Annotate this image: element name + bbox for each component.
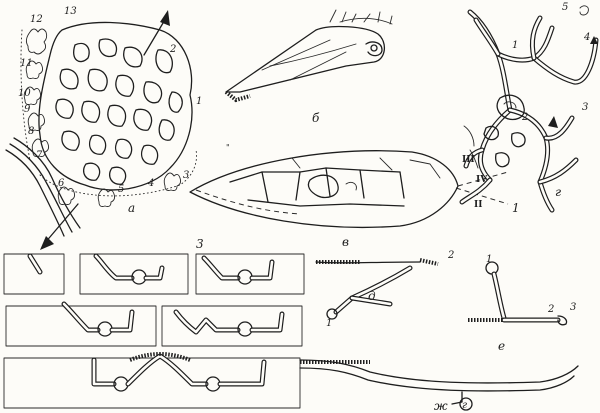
label-e-3: 3 — [570, 302, 576, 313]
label-a-9: 9 — [24, 104, 31, 115]
label-e-1: 1 — [486, 254, 492, 265]
label-e-2: 2 — [547, 304, 554, 315]
panel-g-network — [459, 5, 599, 213]
label-d-1: 1 — [326, 318, 332, 329]
label-g-2: 2 — [521, 112, 528, 123]
panel-e-letter: е — [498, 339, 505, 353]
panel-e-burrow — [468, 261, 568, 326]
label-a-7: 7 — [36, 150, 43, 161]
label-a-8: 8 — [28, 126, 34, 137]
label-a-12: 12 — [30, 14, 43, 25]
panel-a-nest-plan — [5, 10, 197, 250]
panel-g-letter: г — [555, 185, 561, 199]
label-zh-circled: г — [462, 400, 467, 411]
label-g-3: 3 — [582, 102, 588, 113]
label-g-5: 5 — [562, 2, 568, 13]
label-g-1-bottom: 1 — [512, 201, 520, 215]
panel-a-letter: а — [128, 201, 135, 215]
label-a-6: 6 — [58, 178, 65, 189]
label-g-1: 1 — [512, 40, 518, 51]
panel-zh-letter: ж — [434, 399, 448, 413]
label-g-4: 4 — [583, 32, 590, 43]
label-a-1: 1 — [196, 96, 202, 107]
label-g-roman-4: IV — [476, 175, 488, 185]
label-a-13: 13 — [64, 6, 77, 17]
label-a-3: 3 — [183, 170, 189, 181]
label-a-2: 2 — [169, 44, 176, 55]
panel-zh-burrow — [299, 359, 579, 411]
panel-d-branch — [315, 258, 439, 320]
label-v-2: 2 — [447, 250, 454, 261]
svg-text:": " — [226, 143, 230, 152]
panel-b-section — [224, 9, 393, 103]
label-a-10: 10 — [18, 88, 31, 99]
label-g-roman-3: III — [462, 155, 475, 165]
panel-v-letter: в — [342, 235, 349, 249]
panel-3-series — [3, 253, 305, 409]
panel-b-letter: б — [312, 111, 320, 125]
label-a-4: 4 — [147, 178, 154, 189]
series-3-number: 3 — [196, 237, 204, 251]
label-g-roman-2: II — [474, 200, 482, 210]
panel-v-spindle: " — [189, 143, 509, 229]
label-a-5: 5 — [118, 184, 124, 195]
label-a-11: 11 — [20, 58, 33, 69]
panel-d-letter: д — [368, 289, 376, 303]
